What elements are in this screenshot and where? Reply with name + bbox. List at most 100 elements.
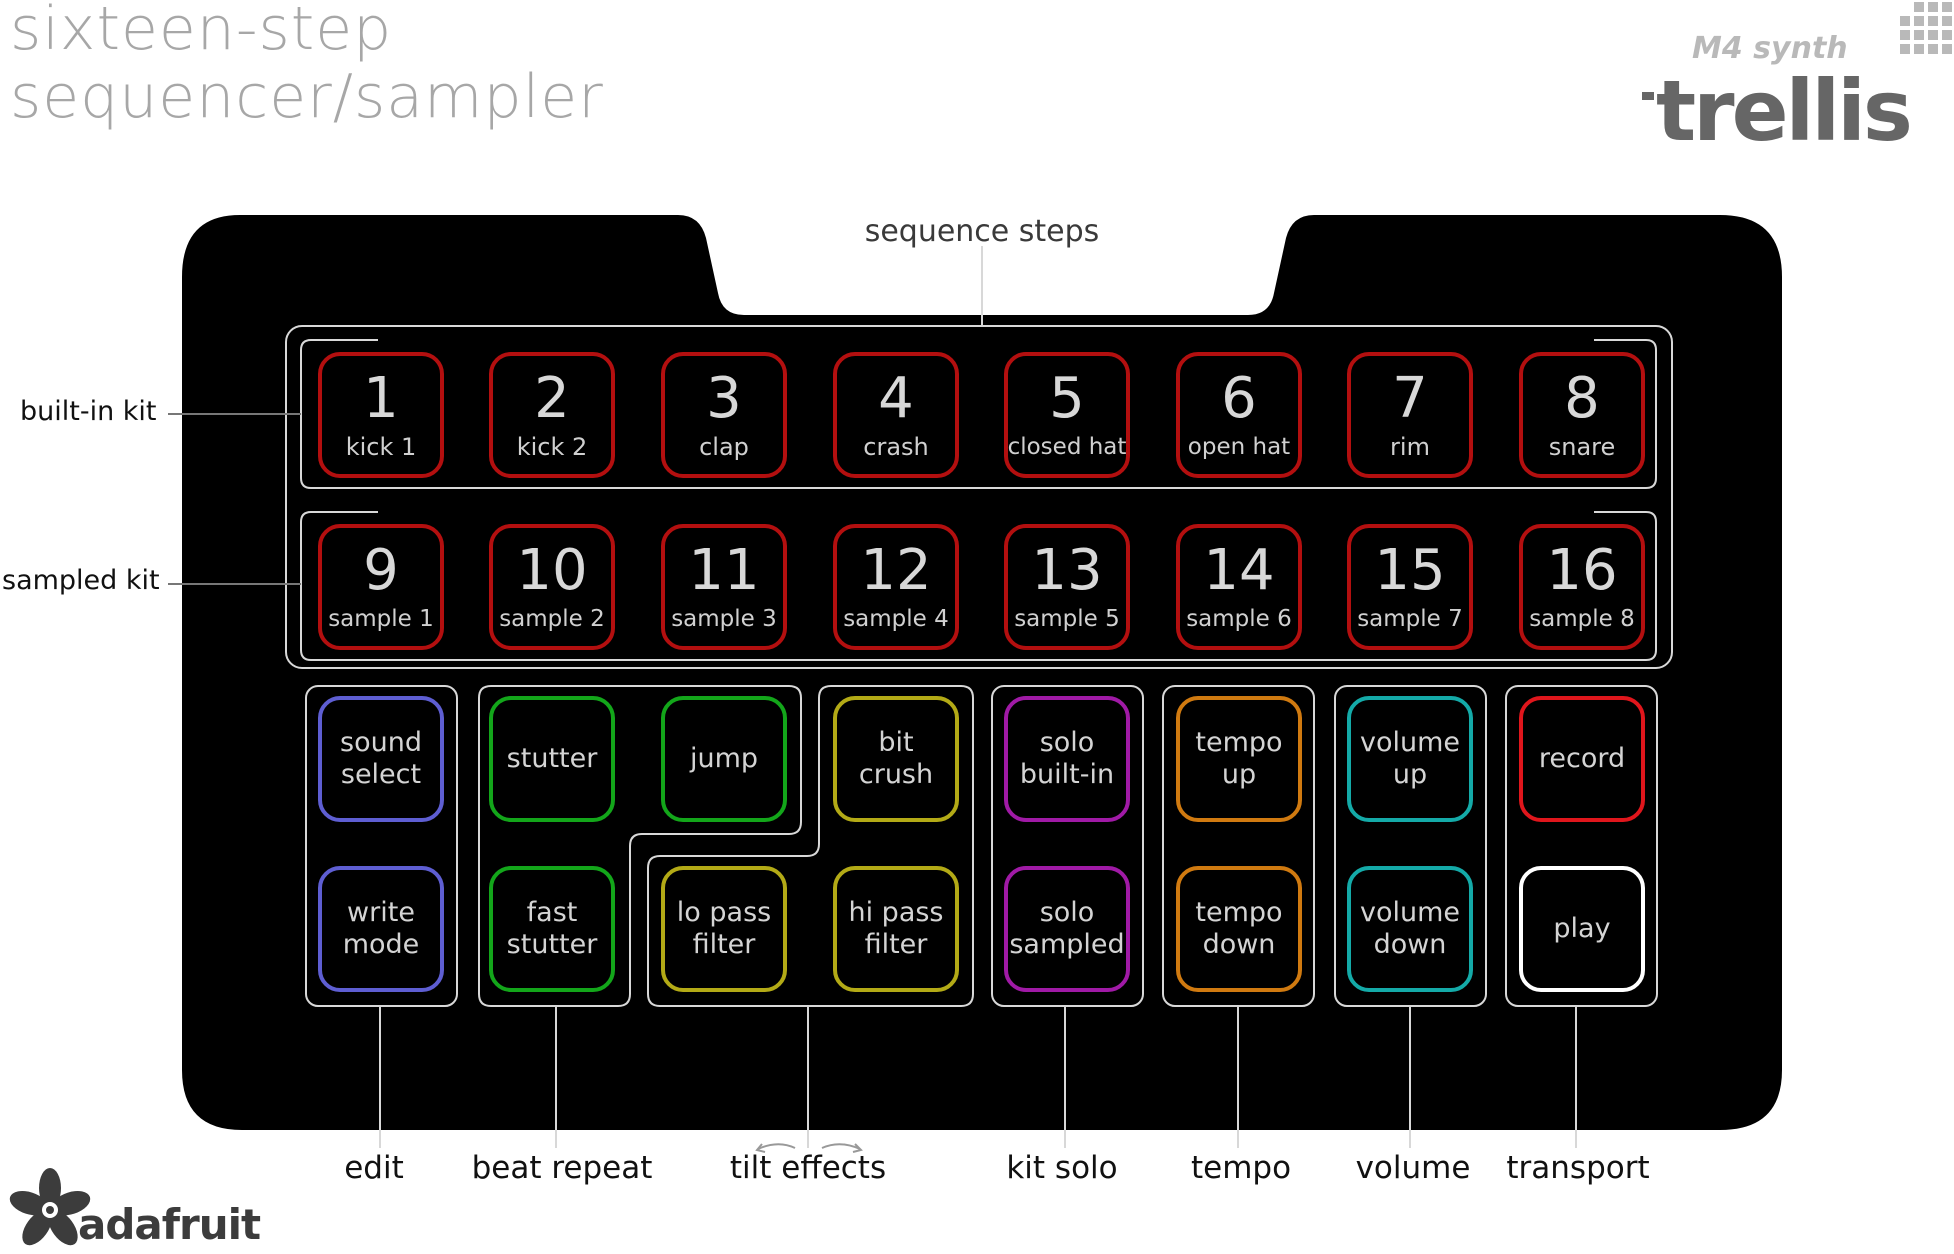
step-pad-6[interactable]: 6 open hat	[1176, 352, 1302, 478]
button-label: tempo down	[1195, 897, 1283, 960]
sequence-steps-frame	[285, 325, 1673, 669]
step-number: 8	[1564, 366, 1600, 431]
transport-group-frame	[1505, 685, 1658, 1007]
tilt-effects-group-label: tilt effects	[729, 1150, 887, 1186]
step-sound-label: closed hat	[1007, 434, 1127, 460]
button-label: write mode	[342, 897, 420, 960]
logo-grid-icon	[1900, 2, 1952, 54]
sequence-steps-label: sequence steps	[864, 214, 1100, 249]
button-label: lo pass filter	[676, 897, 772, 960]
title-line-1: sixteen-step	[10, 0, 393, 64]
beat-repeat-group-frame	[478, 685, 802, 1007]
step-number: 4	[878, 366, 914, 431]
write-mode-button[interactable]: write mode	[318, 866, 444, 992]
sound-select-button[interactable]: sound select	[318, 696, 444, 822]
logo-subtitle: M4 synth	[1692, 31, 1848, 66]
button-label: solo sampled	[1009, 897, 1125, 960]
tilt-effects-group-frame	[647, 685, 974, 1007]
step-number: 5	[1049, 366, 1085, 431]
step-number: 15	[1374, 538, 1446, 603]
button-label: stutter	[506, 743, 598, 774]
button-label: tempo up	[1195, 727, 1283, 790]
edit-group-label: edit	[344, 1150, 404, 1186]
tilt-arrows-icon	[755, 1143, 863, 1153]
step-number: 10	[516, 538, 588, 603]
step-pad-10[interactable]: 10 sample 2	[489, 524, 615, 650]
button-label: sound select	[340, 727, 422, 790]
step-number: 6	[1221, 366, 1257, 431]
step-number: 9	[363, 538, 399, 603]
kit-solo-group-label: kit solo	[1006, 1150, 1118, 1186]
step-sound-label: snare	[1548, 433, 1616, 461]
step-number: 2	[534, 366, 570, 431]
step-pad-13[interactable]: 13 sample 5	[1004, 524, 1130, 650]
step-sound-label: sample 5	[1014, 606, 1120, 632]
step-pad-5[interactable]: 5 closed hat	[1004, 352, 1130, 478]
step-pad-15[interactable]: 15 sample 7	[1347, 524, 1473, 650]
step-sound-label: sample 6	[1186, 606, 1292, 632]
step-sound-label: open hat	[1187, 434, 1291, 460]
logo-name: trellis	[1656, 62, 1910, 150]
step-sound-label: sample 1	[328, 606, 434, 632]
step-sound-label: sample 3	[671, 606, 777, 632]
solo-built-in-button[interactable]: solo built-in	[1004, 696, 1130, 822]
step-sound-label: sample 4	[843, 606, 949, 632]
step-number: 14	[1203, 538, 1275, 603]
jump-button[interactable]: jump	[661, 696, 787, 822]
tempo-down-button[interactable]: tempo down	[1176, 866, 1302, 992]
button-label: solo built-in	[1019, 727, 1115, 790]
button-label: record	[1538, 743, 1626, 774]
title-line-2: sequencer/sampler	[10, 62, 604, 132]
lo-pass-filter-button[interactable]: lo pass filter	[661, 866, 787, 992]
step-number: 11	[688, 538, 760, 603]
step-sound-label: kick 1	[345, 433, 417, 461]
play-button[interactable]: play	[1519, 866, 1645, 992]
step-sound-label: rim	[1390, 433, 1430, 461]
step-sound-label: kick 2	[516, 433, 588, 461]
fast-stutter-button[interactable]: fast stutter	[489, 866, 615, 992]
trellis-logo: M4 synth trellis	[1642, 2, 1952, 150]
step-pad-9[interactable]: 9 sample 1	[318, 524, 444, 650]
record-button[interactable]: record	[1519, 696, 1645, 822]
solo-sampled-button[interactable]: solo sampled	[1004, 866, 1130, 992]
step-sound-label: clap	[699, 433, 749, 461]
built-in-kit-label: built-in kit	[20, 396, 157, 427]
step-pad-14[interactable]: 14 sample 6	[1176, 524, 1302, 650]
kit-solo-group-frame	[991, 685, 1144, 1007]
hi-pass-filter-button[interactable]: hi pass filter	[833, 866, 959, 992]
bit-crush-button[interactable]: bit crush	[833, 696, 959, 822]
beat-repeat-group-label: beat repeat	[471, 1150, 653, 1186]
step-number: 1	[363, 366, 399, 431]
step-sound-label: sample 7	[1357, 606, 1463, 632]
volume-up-button[interactable]: volume up	[1347, 696, 1473, 822]
stutter-button[interactable]: stutter	[489, 696, 615, 822]
button-label: jump	[689, 743, 759, 774]
button-label: play	[1553, 913, 1611, 944]
button-label: bit crush	[858, 727, 934, 790]
step-number: 13	[1031, 538, 1103, 603]
volume-down-button[interactable]: volume down	[1347, 866, 1473, 992]
transport-group-label: transport	[1506, 1150, 1650, 1186]
sampled-kit-label: sampled kit	[2, 565, 160, 596]
button-label: fast stutter	[506, 897, 598, 960]
tempo-up-button[interactable]: tempo up	[1176, 696, 1302, 822]
volume-group-label: volume	[1355, 1150, 1471, 1186]
step-sound-label: crash	[863, 433, 929, 461]
step-number: 16	[1546, 538, 1618, 603]
step-sound-label: sample 2	[499, 606, 605, 632]
step-number: 3	[706, 366, 742, 431]
built-in-kit-bracket	[300, 339, 1657, 489]
edit-group-frame	[305, 685, 458, 1007]
button-label: volume up	[1359, 727, 1461, 790]
adafruit-wordmark: adafruit	[78, 1200, 261, 1249]
step-pad-11[interactable]: 11 sample 3	[661, 524, 787, 650]
